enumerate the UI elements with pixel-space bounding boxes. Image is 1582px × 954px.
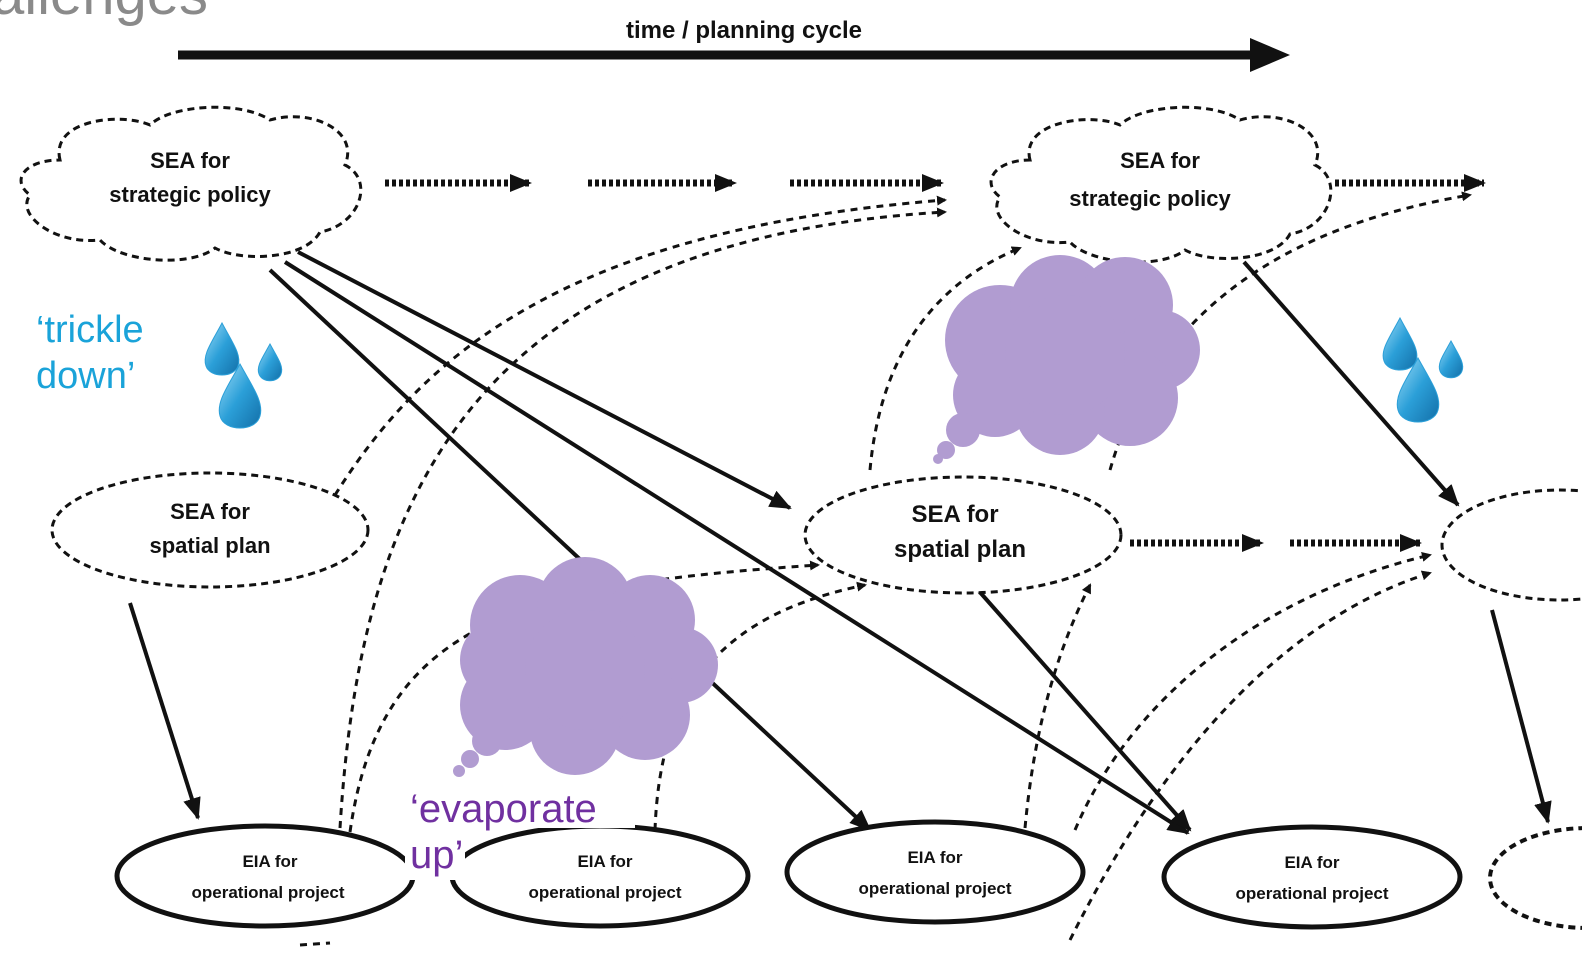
eia-operational-project-node-2: EIA for operational project [449, 823, 751, 929]
node-label-line1: SEA for [150, 148, 230, 173]
node-label-line2: operational project [528, 883, 681, 902]
node-label-line2: operational project [1235, 884, 1388, 903]
node-label-line2: spatial plan [894, 536, 1026, 563]
sea-strategic-policy-node-1: SEA for strategic policy [19, 105, 363, 262]
node-label-line2: spatial plan [149, 533, 270, 558]
evaporate-up-line2: up’ [410, 833, 463, 877]
eia-operational-project-node-5-partial [1488, 826, 1582, 930]
node-label-line1: SEA for [170, 499, 250, 524]
evaporate-up-annotation: ‘evaporate up’ [405, 782, 635, 880]
time-axis-label: time / planning cycle [626, 17, 862, 44]
trickle-down-line2: down’ [36, 355, 135, 397]
node-label-line1: EIA for [1284, 853, 1339, 872]
feedback-dashed-curves [299, 191, 1472, 947]
node-label-line1: SEA for [1120, 148, 1200, 173]
time-axis: time / planning cycle [178, 17, 1290, 72]
sea-spatial-plan-node-2: SEA for spatial plan [803, 475, 1123, 595]
node-label-line1: EIA for [577, 852, 632, 871]
trickle-down-arrows [128, 250, 1552, 835]
thought-cloud-icon [453, 557, 718, 777]
node-label-line2: strategic policy [1069, 186, 1231, 211]
node-label-line2: operational project [191, 883, 344, 902]
sea-spatial-plan-node-3-partial [1440, 488, 1582, 602]
eia-operational-project-node-4: EIA for operational project [1161, 824, 1463, 930]
eia-operational-project-node-1: EIA for operational project [114, 823, 416, 929]
sea-strategic-policy-node-2: SEA for strategic policy [989, 105, 1333, 264]
node-label-line1: EIA for [242, 852, 297, 871]
water-drop-icon [204, 321, 283, 429]
node-label-line1: EIA for [907, 848, 962, 867]
thought-cloud-icon [933, 255, 1200, 464]
node-label-line1: SEA for [911, 501, 998, 528]
node-label-line2: strategic policy [109, 182, 271, 207]
node-label-line2: operational project [858, 879, 1011, 898]
evaporate-up-line1: ‘evaporate [410, 787, 597, 831]
eia-operational-project-node-3: EIA for operational project [784, 819, 1086, 925]
trickle-down-annotation: ‘trickle down’ [36, 309, 144, 397]
water-drop-icon [1382, 316, 1464, 423]
page-title-fragment: allenges [0, 0, 208, 27]
sea-spatial-plan-node-1: SEA for spatial plan [50, 471, 370, 589]
trickle-down-line1: ‘trickle [36, 309, 144, 351]
